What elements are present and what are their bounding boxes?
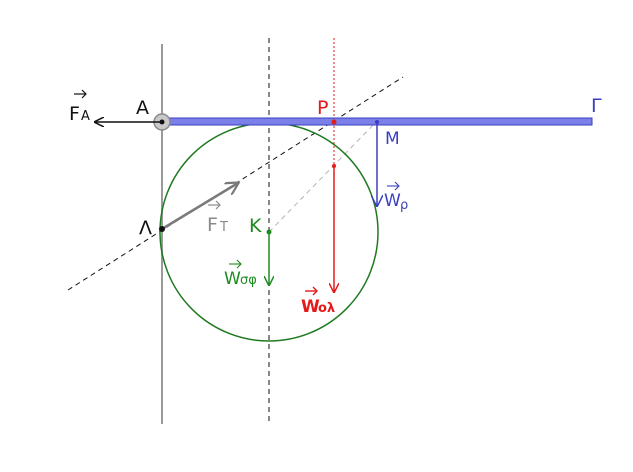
svg-text:W: W bbox=[301, 297, 320, 317]
svg-text:F: F bbox=[69, 103, 80, 125]
center-of-mass-dashed-line bbox=[268, 120, 378, 233]
tension-force-arrow bbox=[161, 183, 238, 231]
rod-weight-label: W ρ bbox=[384, 181, 408, 213]
sphere-weight-label: W σφ bbox=[224, 259, 257, 289]
label-lambda: Λ bbox=[139, 217, 152, 239]
label-gamma: Γ bbox=[591, 95, 602, 117]
tension-force-label: F T bbox=[207, 200, 228, 236]
point-m bbox=[375, 120, 379, 124]
svg-text:ρ: ρ bbox=[400, 198, 408, 213]
total-weight-start bbox=[332, 164, 336, 168]
svg-text:F: F bbox=[207, 214, 218, 236]
svg-text:W: W bbox=[224, 269, 241, 289]
svg-text:A: A bbox=[81, 109, 90, 124]
point-lambda bbox=[159, 226, 165, 232]
point-p bbox=[331, 119, 337, 125]
label-m: M bbox=[385, 129, 400, 149]
svg-text:T: T bbox=[219, 220, 228, 235]
point-k bbox=[266, 229, 272, 235]
svg-text:ολ: ολ bbox=[318, 301, 335, 316]
svg-text:σφ: σφ bbox=[240, 273, 257, 288]
total-weight-label: W ολ bbox=[301, 286, 335, 317]
label-a: A bbox=[136, 97, 149, 119]
label-p: P bbox=[317, 97, 328, 119]
svg-text:W: W bbox=[384, 191, 401, 211]
reaction-force-label: F A bbox=[69, 89, 90, 125]
label-k: K bbox=[249, 215, 262, 237]
